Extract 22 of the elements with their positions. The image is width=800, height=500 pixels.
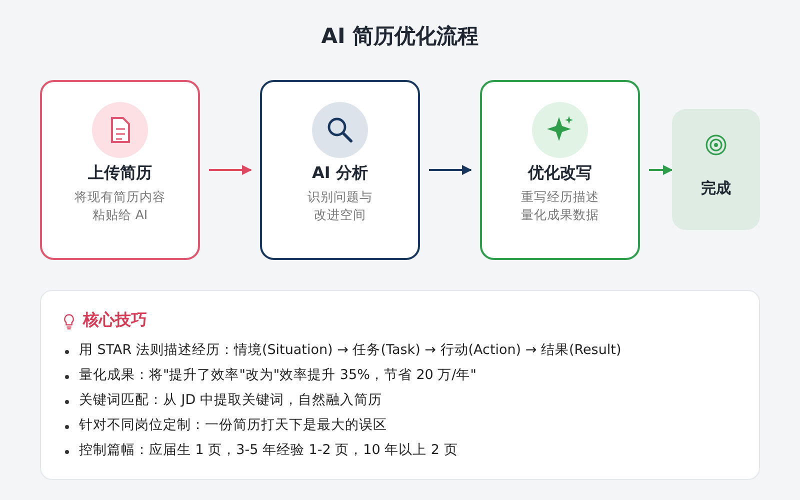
step-card	[40, 80, 200, 260]
step-card	[480, 80, 640, 260]
arrow	[209, 165, 252, 175]
title: AI 简历优化流程	[320, 23, 480, 50]
tip-text: 关键词匹配：从 JD 中提取关键词，自然融入简历	[79, 391, 382, 409]
step-description: 将现有简历内容粘贴给 AI	[74, 188, 166, 224]
step-description: 识别问题与改进空间	[306, 188, 374, 224]
step-description: 重写经历描述量化成果数据	[520, 188, 600, 224]
tip-text: 用 STAR 法则描述经历：情境(Situation) → 任务(Task) → 行动(Action) → 结果(Result)	[79, 341, 622, 359]
tip-text: 量化成果：将"提升了效率"改为"效率提升 35%，节省 20 万/年"	[79, 366, 476, 384]
step-title: 优化改写	[526, 163, 593, 184]
end-card	[672, 109, 760, 230]
step-card	[260, 80, 420, 260]
step-title: AI 分析	[311, 163, 369, 184]
tip-text: 控制篇幅：应届生 1 页，3-5 年经验 1-2 页，10 年以上 2 页	[79, 441, 458, 459]
panel-heading: 核心技巧	[83, 310, 147, 331]
tips-panel	[40, 290, 760, 480]
arrow	[649, 165, 673, 175]
step-title: 上传简历	[87, 163, 153, 184]
arrow	[429, 165, 472, 175]
tip-text: 针对不同岗位定制：一份简历打天下是最大的误区	[79, 416, 387, 434]
step-title: 完成	[700, 179, 732, 198]
